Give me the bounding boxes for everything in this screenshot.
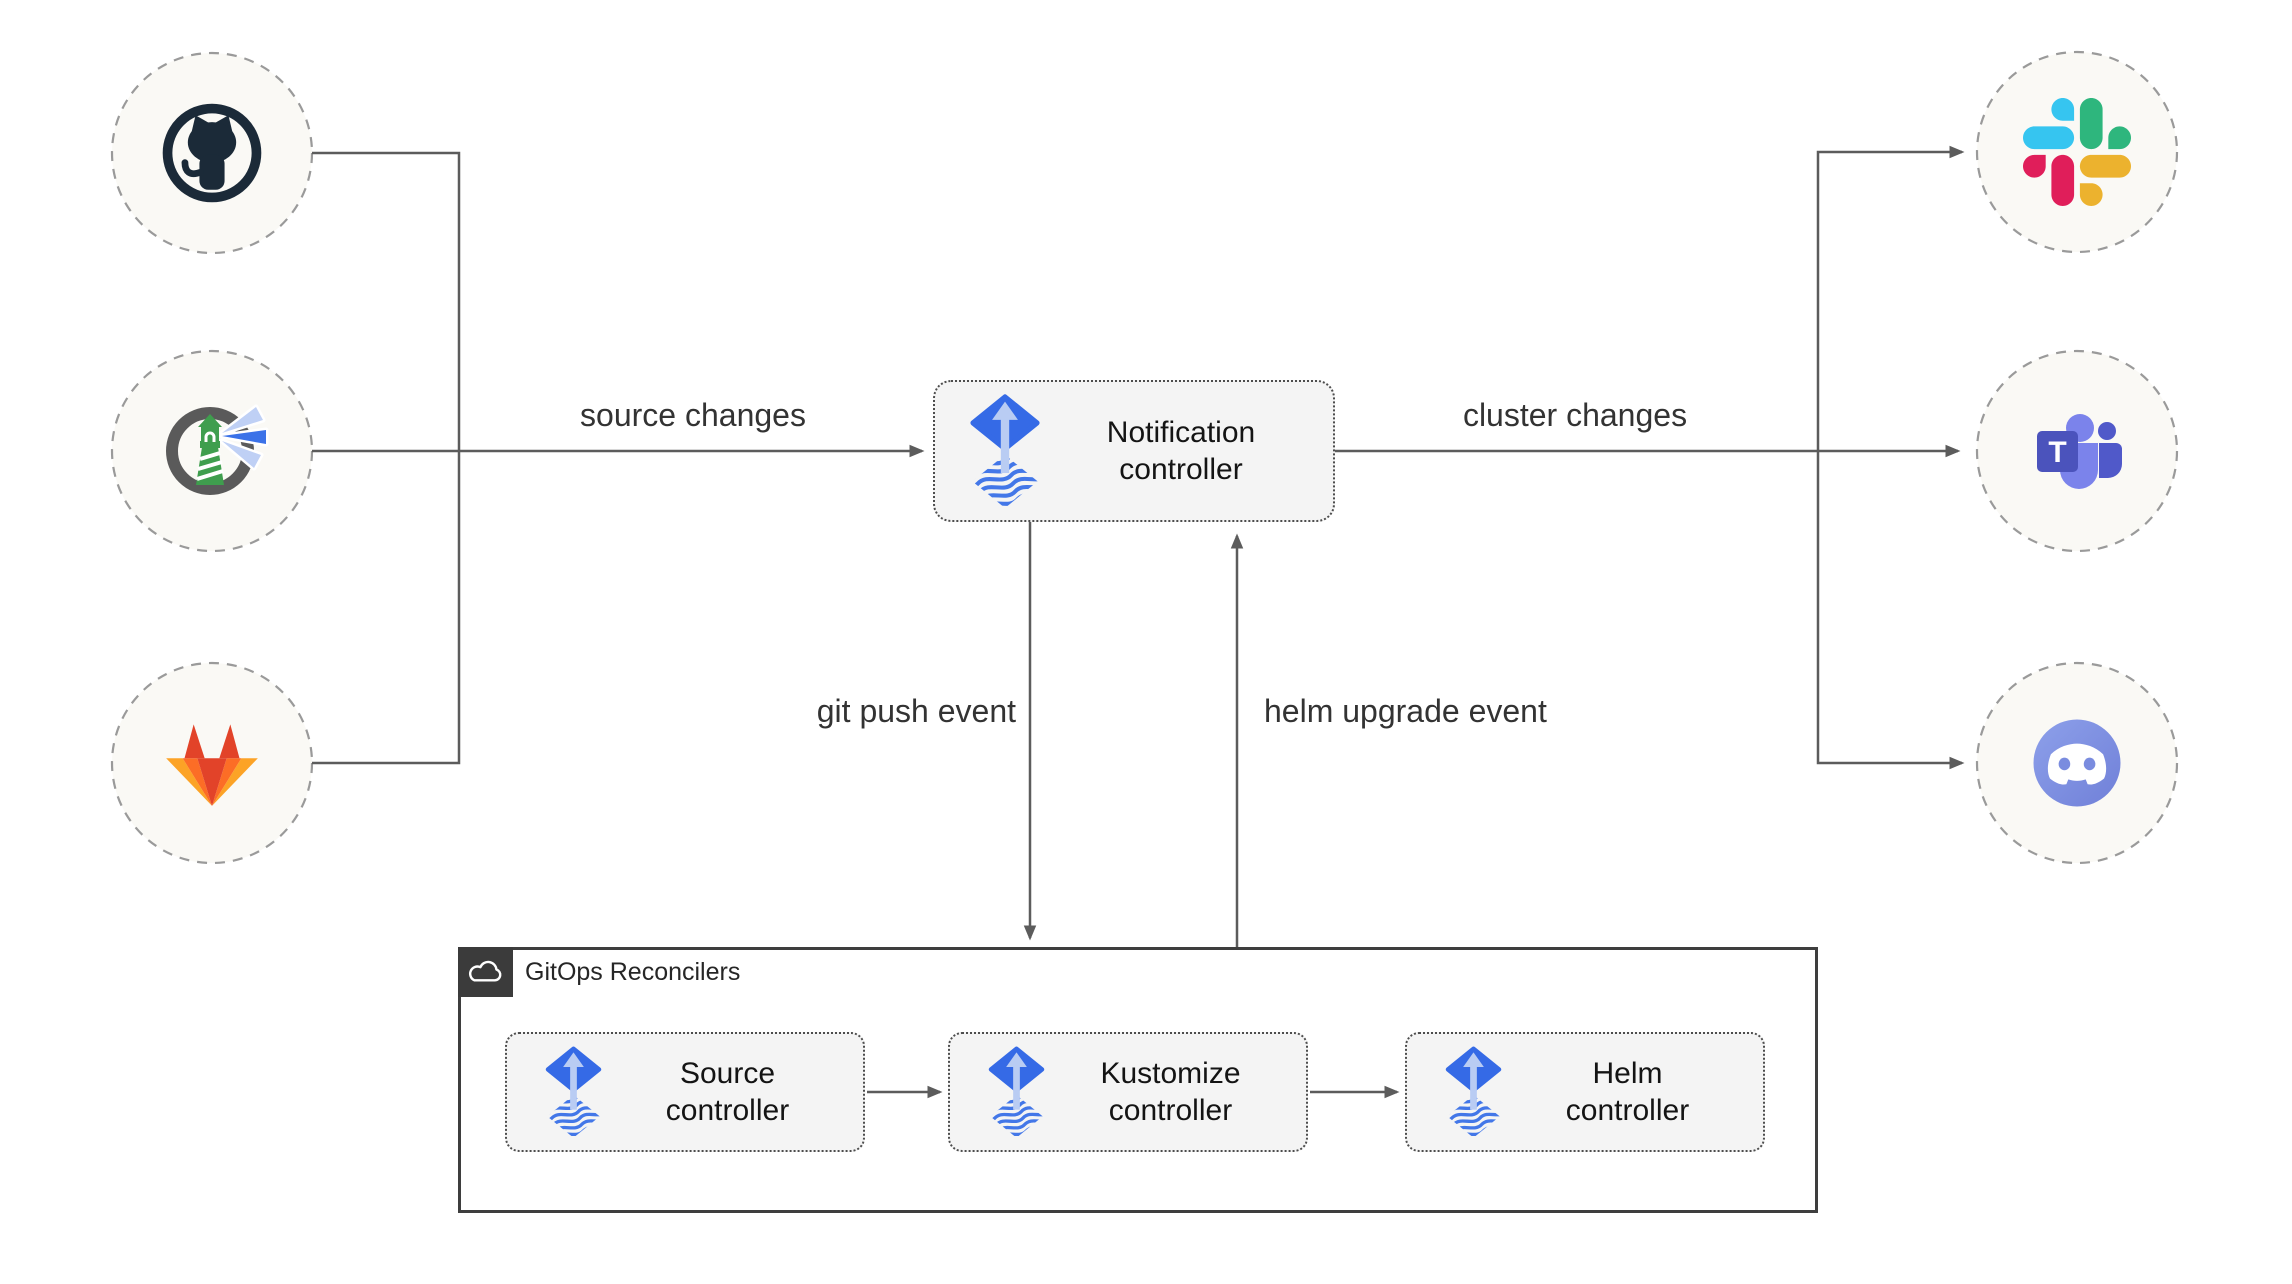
edge-label-helm-upgrade-event: helm upgrade event [1264, 693, 1547, 729]
teams-icon [2017, 391, 2137, 511]
discord-icon [2019, 705, 2135, 821]
flux-icon [967, 394, 1043, 508]
edge-sources-junction [312, 151, 461, 765]
gitops-reconcilers-badge [458, 947, 513, 997]
gitlab-icon [157, 716, 267, 817]
gitops-reconcilers-title: GitOps Reconcilers [525, 958, 741, 986]
target-node-circle-slack [1975, 50, 2179, 254]
cloud-icon [467, 958, 504, 986]
github-icon [154, 95, 270, 211]
gitops-reconcilers-container [458, 947, 1818, 1213]
edge-label-cluster-changes: cluster changes [1462, 397, 1688, 433]
notification-controller-box: Notification controller [933, 380, 1335, 522]
edge-cluster-changes-branch [1816, 145, 1965, 770]
flux-icon [543, 1046, 604, 1138]
notification-controller-label: Notification controller [1106, 416, 1256, 486]
source-controller-label: Source controller [665, 1057, 790, 1127]
edge-label-git-push-event: git push event [816, 693, 1016, 729]
kustomize-controller-label: Kustomize controller [1100, 1057, 1241, 1127]
slack-icon [2023, 98, 2131, 206]
flux-icon [1443, 1046, 1504, 1138]
flux-icon [986, 1046, 1047, 1138]
helm-controller-label: Helm controller [1565, 1057, 1690, 1127]
helm-controller-box: Helm controller [1405, 1032, 1765, 1152]
kustomize-controller-box: Kustomize controller [948, 1032, 1308, 1152]
source-controller-box: Source controller [505, 1032, 865, 1152]
harbor-icon [152, 391, 272, 511]
edge-label-source-changes: source changes [580, 397, 806, 433]
